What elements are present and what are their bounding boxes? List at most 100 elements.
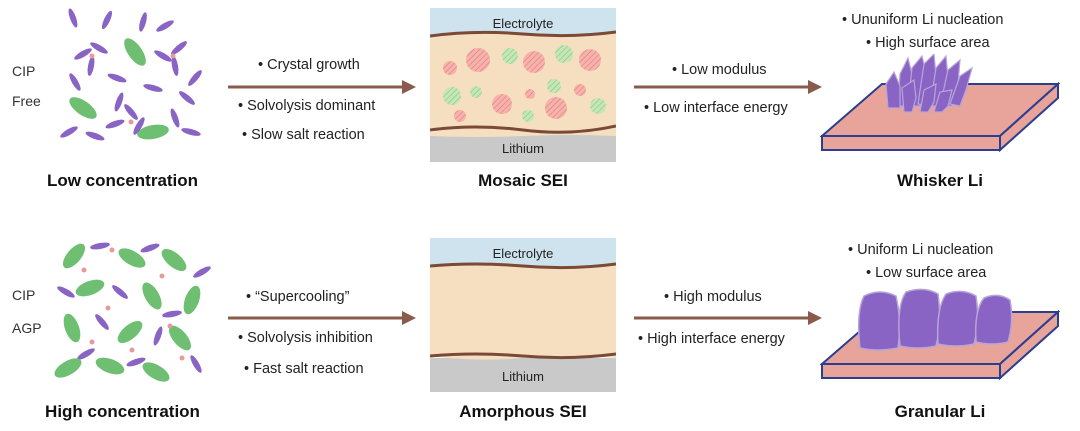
green-solvent (117, 320, 143, 344)
property-bullet: • High modulus (664, 289, 762, 305)
pink-cation (170, 53, 176, 59)
substrate-side (999, 309, 1059, 381)
pink-cation (128, 119, 134, 125)
process-arrow (228, 311, 416, 325)
lithium-layer (430, 358, 616, 392)
pink-cation (89, 53, 95, 59)
purple-anion (95, 314, 109, 330)
sei-top-label: Electrolyte (493, 246, 554, 261)
pink-cation (179, 355, 185, 361)
solution-caption-high: High concentration (45, 402, 200, 421)
species-label-agp: AGP (12, 320, 42, 336)
substrate-front (821, 135, 1001, 151)
process-bullet: • Fast salt reaction (244, 361, 364, 377)
purple-anion (153, 326, 163, 346)
property-arrow (634, 311, 822, 325)
purple-anion (68, 8, 78, 28)
lithium-whiskers (885, 54, 974, 113)
li-note: • High surface area (866, 35, 990, 51)
green-solvent (69, 97, 97, 119)
green-solvent (168, 325, 192, 351)
mosaic-grains (443, 45, 606, 122)
pink-cation (105, 305, 111, 311)
green-solvent (142, 362, 170, 382)
purple-anion (57, 286, 75, 298)
process-arrow (228, 80, 416, 94)
process-bullet: • Solvolysis inhibition (238, 330, 373, 346)
pink-cation (81, 267, 87, 273)
lithium-granules (857, 288, 1013, 351)
process-bullet: • Slow salt reaction (242, 127, 365, 143)
purple-anion (143, 84, 163, 92)
sei-caption-mosaic: Mosaic SEI (478, 171, 568, 190)
sei-bottom-boundary (430, 352, 616, 360)
purple-anion (107, 73, 127, 83)
purple-anion (188, 70, 202, 86)
species-label-cip: CIP (12, 63, 36, 79)
low-concentration-solution-diagram (60, 8, 202, 141)
purple-anion (85, 131, 105, 141)
green-solvent (54, 358, 82, 378)
li-caption-whisker: Whisker Li (897, 171, 983, 190)
high-concentration-solution-diagram (54, 242, 211, 382)
purple-anion (139, 12, 147, 32)
purple-anion (170, 108, 180, 128)
pink-cation (159, 273, 165, 279)
mosaic-sei-diagram: Electrolyte Lithium (430, 8, 616, 162)
amorphous-sei-diagram: Electrolyte Lithium (430, 238, 616, 392)
pink-cation (89, 339, 95, 345)
purple-anion (69, 73, 81, 91)
purple-anion (156, 20, 174, 32)
sei-top-boundary (430, 262, 616, 270)
purple-anion (74, 48, 92, 60)
pink-cation (129, 347, 135, 353)
purple-anion (133, 117, 145, 135)
li-note: • Ununiform Li nucleation (842, 12, 1004, 28)
purple-anion (193, 266, 211, 278)
species-label-cip: CIP (12, 287, 36, 303)
purple-anion (140, 243, 160, 253)
sei-layer (430, 264, 616, 360)
whisker-li-diagram (820, 54, 1060, 153)
green-solvent (62, 243, 86, 269)
lithium-layer (430, 132, 616, 162)
purple-anion (190, 355, 202, 373)
sei-caption-amorphous: Amorphous SEI (459, 402, 587, 421)
sei-bottom-label: Lithium (502, 141, 544, 156)
purple-anion (101, 10, 113, 30)
sei-top-boundary (430, 30, 616, 38)
molecules (60, 8, 202, 141)
purple-anion (179, 91, 195, 105)
property-bullet: • Low modulus (672, 62, 767, 78)
process-bullet: • Crystal growth (258, 57, 360, 73)
green-solvent (124, 38, 146, 66)
li-caption-granular: Granular Li (894, 402, 986, 421)
process-bullet: • Solvolysis dominant (238, 98, 376, 114)
purple-anion (114, 92, 124, 112)
purple-anion (90, 42, 108, 54)
green-solvent (95, 357, 125, 375)
substrate-front (821, 363, 1001, 379)
purple-anion (126, 357, 146, 367)
purple-anion (77, 348, 95, 360)
green-solvent (75, 279, 105, 297)
purple-anion (87, 56, 95, 76)
purple-anion (154, 50, 172, 62)
purple-anion (162, 310, 182, 318)
process-bullet: • “Supercooling” (246, 289, 350, 305)
purple-anion (171, 41, 187, 55)
purple-anion (60, 126, 78, 138)
purple-anion (181, 128, 201, 136)
sei-top-label: Electrolyte (493, 16, 554, 31)
granular-li-diagram (820, 288, 1060, 381)
green-solvent (142, 282, 162, 310)
sei-layer (430, 128, 616, 137)
purple-anion (171, 56, 179, 76)
purple-anion (112, 285, 128, 299)
green-solvent (118, 248, 146, 268)
li-note: • Low surface area (866, 265, 987, 281)
li-note: • Uniform Li nucleation (848, 242, 994, 258)
purple-anion (90, 242, 110, 250)
green-solvent (183, 285, 201, 315)
species-label-free: Free (12, 93, 41, 109)
